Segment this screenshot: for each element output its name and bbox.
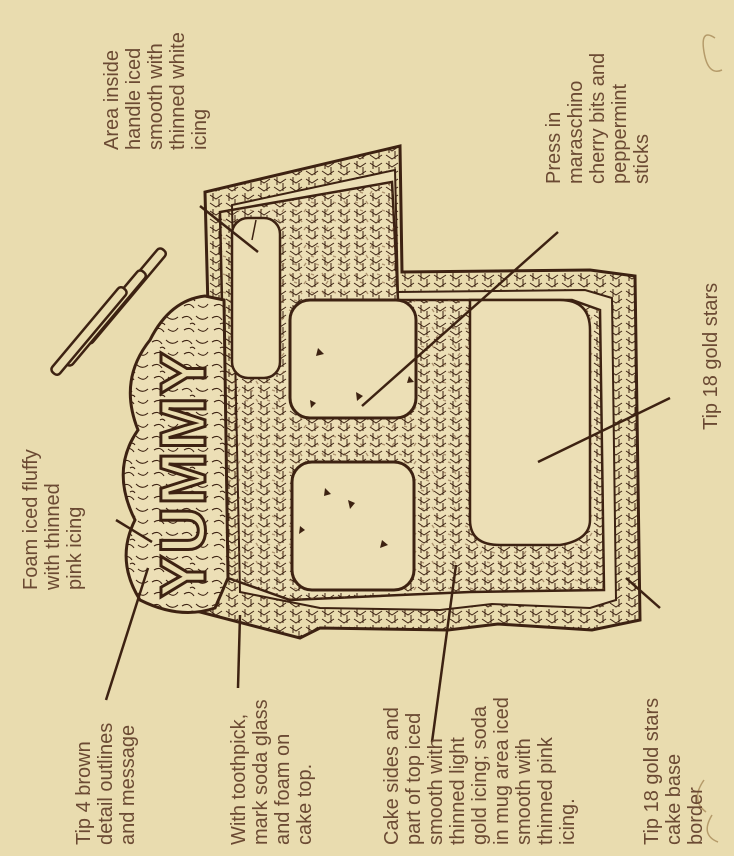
label-foam: Foam iced fluffy with thinned pink icing [20, 449, 86, 591]
label-handle-line: smooth with [145, 43, 167, 150]
label-tip4-line: and message [117, 725, 139, 845]
soda-window-top [290, 300, 416, 418]
cake-message: YUMMY [147, 350, 219, 598]
label-press-in: Press in maraschino cherry bits and pepp… [543, 53, 653, 184]
label-toothpick-line: and foam on [272, 734, 294, 845]
label-tip4-line: Tip 4 brown [73, 741, 95, 845]
label-foam-line: Foam iced fluffy [20, 449, 42, 590]
label-cake-sides-line: icing. [557, 798, 579, 845]
label-press-line: sticks [631, 134, 653, 184]
label-press-line: Press in [543, 112, 565, 184]
label-tip18-border: Tip 18 gold stars cake base border [641, 698, 707, 845]
label-tip4-brown: Tip 4 brown detail outlines and message [73, 723, 139, 845]
label-tip4-line: detail outlines [95, 723, 117, 845]
label-foam-line: pink icing [64, 507, 86, 590]
label-handle-line: thinned white [167, 32, 189, 150]
label-cake-sides-line: part of top iced [403, 713, 425, 845]
label-toothpick-line: mark soda glass [250, 699, 272, 845]
label-cake-sides-line: thinned light [447, 737, 469, 845]
label-handle-line: icing [189, 109, 211, 150]
label-handle-area: Area inside handle iced smooth with thin… [101, 32, 211, 150]
handle-inner-area [232, 218, 280, 378]
label-foam-line: with thinned [42, 483, 64, 591]
label-toothpick-line: With toothpick, [228, 714, 250, 845]
label-press-line: maraschino [565, 81, 587, 184]
label-cake-sides-line: Cake sides and [381, 707, 403, 845]
soda-window-bottom [292, 462, 414, 590]
label-cake-sides-line: smooth with [425, 738, 447, 845]
label-handle-line: handle iced [123, 48, 145, 150]
label-tip18-border-line: border [685, 787, 707, 845]
label-cake-sides: Cake sides and part of top iced smooth w… [381, 697, 579, 845]
corner-swirl-top [703, 35, 722, 71]
label-press-line: cherry bits and [587, 53, 609, 184]
label-toothpick: With toothpick, mark soda glass and foam… [228, 699, 316, 845]
label-handle-line: Area inside [101, 50, 123, 150]
label-tip18-line: Tip 18 gold stars [700, 283, 722, 430]
label-cake-sides-line: in mug area iced [491, 697, 513, 845]
label-toothpick-line: cake top. [294, 764, 316, 845]
label-cake-sides-line: smooth with [513, 738, 535, 845]
label-tip18-stars: Tip 18 gold stars [700, 283, 722, 430]
label-tip18-border-line: cake base [663, 754, 685, 845]
label-cake-sides-line: gold icing; soda [469, 705, 491, 845]
label-tip18-border-line: Tip 18 gold stars [641, 698, 663, 845]
label-cake-sides-line: thinned pink [535, 736, 557, 845]
label-press-line: peppermint [609, 83, 631, 184]
